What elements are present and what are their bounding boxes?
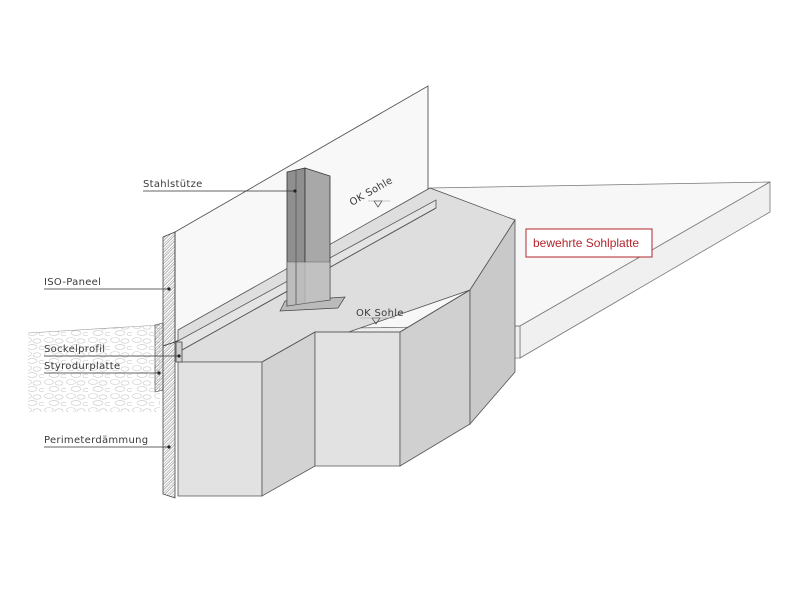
label-sockelprofil: Sockelprofil [44,344,105,355]
callout-bewehrte-sohlplatte: bewehrte Sohlplatte [525,228,653,258]
leader-lines [44,189,297,449]
label-styrodurplatte: Styrodurplatte [44,361,120,372]
label-bewehrte-sohlplatte: bewehrte Sohlplatte [533,236,639,250]
label-iso-paneel: ISO-Paneel [44,277,101,288]
label-ok-sohle-mid: OK Sohle [356,308,404,319]
level-marker-mid [360,317,395,325]
level-marker-top [368,200,390,208]
perimeter-insulation [154,322,176,499]
gravel-ground [27,324,161,412]
steel-column [279,167,346,312]
strip-foundation [177,187,516,497]
label-perimeterdaemmung: Perimeterdämmung [44,435,148,446]
label-stahlstuetze: Stahlstütze [143,179,203,190]
